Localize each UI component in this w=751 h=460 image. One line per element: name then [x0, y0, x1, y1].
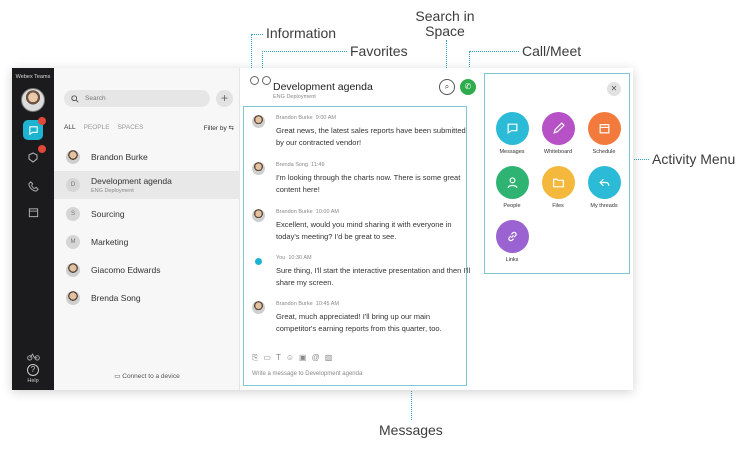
activity-schedule[interactable]: Schedule — [581, 112, 627, 155]
chat-icon[interactable] — [23, 117, 46, 140]
avatar: S — [66, 207, 80, 221]
tab-all[interactable]: ALL — [64, 124, 76, 131]
information-leader — [251, 34, 263, 35]
person-icon — [495, 166, 529, 199]
app-name: Webex Teams — [15, 74, 51, 80]
call-leader — [469, 51, 519, 52]
search-placeholder: Search — [85, 95, 106, 102]
annotation-messages: Messages — [379, 422, 443, 438]
activity-messages[interactable]: Messages — [489, 112, 535, 155]
message: Brandon Burke 9:00 AM Great news, the la… — [252, 115, 466, 155]
list-item[interactable]: Brandon Burke — [54, 144, 240, 170]
avatar: M — [66, 235, 80, 249]
self-status-dot — [255, 258, 262, 265]
information-leader — [251, 34, 252, 78]
unread-badge — [38, 145, 46, 153]
text-format-icon[interactable]: T — [275, 353, 281, 362]
connect-device-button[interactable]: ▭ Connect to a device — [114, 373, 180, 380]
message-input[interactable]: Write a message to Development agenda — [252, 371, 363, 377]
activity-people[interactable]: People — [489, 166, 535, 209]
conversation-header: Development agenda ENG Deployment ⌕ ✆ — [242, 68, 476, 390]
list-item[interactable]: Giacomo Edwards — [54, 257, 240, 283]
add-button[interactable]: + — [216, 90, 233, 107]
filter-by-button[interactable]: Filter by ⇆ — [203, 125, 234, 132]
message: You 10:30 AM Sure thing, I'll start the … — [252, 255, 470, 295]
conversation-list: Search + ALL PEOPLE SPACES Filter by ⇆ B… — [54, 68, 240, 390]
annotation-search-in-space: Search in Space — [415, 8, 475, 39]
space-subtitle: ENG Deployment — [273, 94, 316, 100]
chat-icon — [495, 112, 529, 145]
call-meet-icon[interactable]: ✆ — [460, 79, 476, 95]
emoji-icon[interactable]: ☺ — [285, 353, 295, 362]
folder-icon — [541, 166, 575, 199]
information-icon[interactable] — [250, 76, 259, 85]
avatar — [252, 301, 265, 314]
search-icon — [71, 94, 79, 103]
teams-icon[interactable] — [23, 145, 46, 168]
space-title: Development agenda — [273, 81, 373, 93]
avatar — [66, 150, 80, 164]
avatar: D — [66, 178, 80, 192]
activity-leader — [628, 159, 649, 160]
message: Brenda Song 11:49 I'm looking through th… — [252, 162, 464, 202]
activity-whiteboard[interactable]: Whiteboard — [535, 112, 581, 155]
image-icon[interactable]: ▨ — [324, 353, 333, 362]
mention-icon[interactable]: @ — [311, 353, 320, 362]
cast-icon: ▭ — [114, 373, 121, 380]
gif-icon[interactable]: ▣ — [299, 353, 307, 362]
avatar — [252, 162, 265, 175]
webex-window: Webex Teams ? Help Search + — [12, 68, 633, 390]
help-button[interactable]: ? Help — [27, 364, 39, 384]
avatar — [66, 291, 80, 305]
bike-icon[interactable] — [23, 346, 43, 366]
activity-links[interactable]: Links — [489, 220, 535, 263]
filter-icon: ⇆ — [228, 125, 234, 132]
nav-rail: Webex Teams ? Help — [12, 68, 54, 390]
activity-my-threads[interactable]: My threads — [581, 166, 627, 209]
avatar — [66, 263, 80, 277]
annotation-call-meet: Call/Meet — [522, 43, 582, 59]
annotation-activity-menu: Activity Menu — [652, 151, 736, 167]
favorite-star-icon[interactable] — [262, 76, 271, 85]
search-in-space-icon[interactable]: ⌕ — [439, 79, 455, 95]
help-icon: ? — [27, 364, 39, 376]
call-leader — [469, 51, 470, 79]
annotation-favorites: Favorites — [350, 43, 408, 59]
tab-spaces[interactable]: SPACES — [117, 124, 144, 131]
avatar — [252, 115, 265, 128]
list-item[interactable]: Brenda Song — [54, 285, 240, 311]
message: Brandon Burke 10:00 AM Excellent, would … — [252, 209, 464, 249]
calendar-icon — [587, 112, 621, 145]
avatar — [252, 209, 265, 222]
messages-leader — [411, 388, 412, 420]
user-avatar[interactable] — [21, 88, 45, 112]
message: Brandon Burke 10:45 AM Great, much appre… — [252, 301, 464, 341]
close-icon[interactable]: ✕ — [607, 82, 621, 96]
tab-people[interactable]: PEOPLE — [83, 124, 110, 131]
attach-icon[interactable]: ⎘ — [252, 353, 259, 362]
reply-icon — [587, 166, 621, 199]
list-item[interactable]: S Sourcing — [54, 201, 240, 227]
pencil-icon — [541, 112, 575, 145]
activity-menu: ✕ Messages Whiteboard Schedule People — [484, 73, 630, 274]
calendar-icon[interactable] — [23, 202, 43, 222]
filter-tabs: ALL PEOPLE SPACES Filter by ⇆ — [64, 124, 234, 132]
search-input[interactable]: Search — [64, 90, 210, 107]
annotation-information: Information — [266, 25, 337, 41]
activity-files[interactable]: Files — [535, 166, 581, 209]
unread-badge — [38, 117, 46, 125]
favorites-leader — [262, 51, 347, 52]
list-item[interactable]: D Development agenda ENG Deployment — [54, 171, 240, 199]
search-leader — [446, 40, 447, 78]
link-icon — [495, 220, 529, 253]
compose-toolbar: ⎘ ▭ T ☺ ▣ @ ▨ — [252, 353, 332, 363]
favorites-leader — [262, 51, 263, 78]
phone-icon[interactable] — [23, 176, 43, 196]
messages-panel: Brandon Burke 9:00 AM Great news, the la… — [243, 106, 470, 386]
screen-share-icon[interactable]: ▭ — [263, 353, 271, 362]
list-item[interactable]: M Marketing — [54, 229, 240, 255]
